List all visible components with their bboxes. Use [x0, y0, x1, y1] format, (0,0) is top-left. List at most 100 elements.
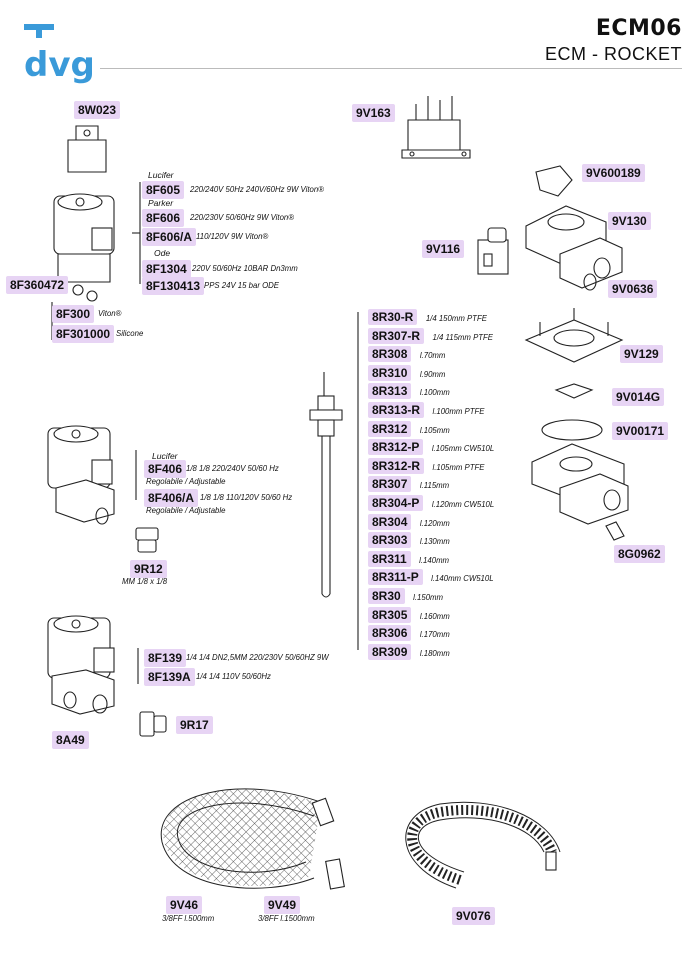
brand-lucifer-2: Lucifer [152, 451, 178, 461]
part-label-8f605[interactable]: 8F605 [142, 181, 185, 199]
part-desc-8f139a: 1/4 1/4 110V 50/60Hz [196, 672, 271, 681]
part-label-9v600189[interactable]: 9V600189 [582, 164, 645, 182]
part-label-8f1304[interactable]: 8F1304 [142, 260, 191, 278]
probe-row: 8R304 l.120mm [368, 513, 450, 531]
probe-desc: l.90mm [419, 369, 446, 379]
part-label-8f130413[interactable]: 8F130413 [142, 277, 205, 295]
probe-code[interactable]: 8R307-R [368, 327, 425, 344]
part-note-8f406a: Regolabile / Adjustable [146, 506, 226, 515]
probe-row: 8R307-R 1/4 115mm PTFE [368, 327, 493, 345]
probe-row: 8R312-R l.105mm PTFE [368, 457, 484, 475]
probe-row: 8R308 l.70mm [368, 345, 445, 363]
probe-code[interactable]: 8R30-R [368, 309, 418, 325]
probe-row: 8R305 l.160mm [368, 606, 450, 624]
probe-desc: l.70mm [419, 351, 446, 361]
probe-row: 8R309 l.180mm [368, 643, 450, 661]
braided-hose-drawing [160, 788, 345, 890]
probe-desc: l.130mm [419, 537, 450, 547]
svg-text:dvg: dvg [24, 45, 95, 84]
part-desc-8f406a: 1/8 1/8 110/120V 50/60 Hz [200, 493, 293, 502]
pressure-switch-cap-drawing [535, 165, 573, 197]
part-label-9r12[interactable]: 9R12 [130, 560, 167, 578]
probe-code[interactable]: 8R311 [368, 550, 411, 567]
probe-row: 8R304-P l.120mm CW510L [368, 494, 494, 512]
probe-code[interactable]: 8R313-R [368, 402, 425, 418]
probe-code[interactable]: 8R303 [368, 532, 412, 549]
probe-desc: l.100mm PTFE [432, 407, 485, 416]
probe-code[interactable]: 8R312-P [368, 439, 424, 456]
probe-code[interactable]: 8R304-P [368, 495, 424, 511]
probe-code[interactable]: 8R310 [368, 364, 412, 381]
part-label-8f139[interactable]: 8F139 [144, 649, 187, 667]
part-note-8f406: Regolabile / Adjustable [146, 477, 226, 486]
part-label-9v014g[interactable]: 9V014G [612, 388, 665, 406]
probe-row: 8R303 l.130mm [368, 531, 450, 549]
probe-code[interactable]: 8R313 [368, 383, 412, 400]
probe-row: 8R313 l.100mm [368, 382, 450, 400]
probe-desc: l.160mm [419, 611, 450, 621]
part-label-8f139a[interactable]: 8F139A [144, 668, 195, 686]
part-label-8f360472[interactable]: 8F360472 [6, 276, 69, 294]
model-subtitle: ECM - ROCKET [544, 44, 682, 64]
probe-row: 8R306 l.170mm [368, 624, 450, 642]
part-label-9v076[interactable]: 9V076 [452, 907, 495, 925]
probe-desc: 1/4 150mm PTFE [425, 314, 487, 323]
probe-desc: l.180mm [419, 648, 450, 658]
probe-desc: l.105mm CW510L [431, 444, 495, 454]
probe-code[interactable]: 8R30 [368, 588, 405, 604]
part-label-9r17[interactable]: 9R17 [176, 716, 213, 734]
part-label-9v163[interactable]: 9V163 [352, 104, 395, 122]
o-ring-drawing [541, 419, 603, 441]
probe-code[interactable]: 8R308 [368, 346, 412, 363]
part-desc-8f606: 220/230V 50/60Hz 9W Viton® [190, 213, 294, 222]
part-label-9v00171[interactable]: 9V00171 [612, 422, 669, 440]
probe-code[interactable]: 8R312 [368, 420, 412, 437]
part-label-8f300[interactable]: 8F300 [52, 305, 95, 323]
probe-row: 8R312 l.105mm [368, 420, 450, 438]
probe-row: 8R312-P l.105mm CW510L [368, 438, 494, 456]
temperature-probe-drawing [309, 372, 343, 598]
thermostat-drawing [401, 96, 471, 159]
part-desc-9v46: 3/8FF l.500mm [162, 914, 215, 923]
spiral-hose-drawing [405, 801, 561, 889]
part-desc-8f605: 220/240V 50Hz 240V/60Hz 9W Viton® [190, 185, 324, 194]
part-label-8f606[interactable]: 8F606 [142, 209, 185, 227]
part-label-9v129[interactable]: 9V129 [620, 345, 663, 363]
part-label-9v130[interactable]: 9V130 [608, 212, 651, 230]
part-label-8f301000[interactable]: 8F301000 [52, 325, 115, 343]
probe-desc: l.140mm CW510L [431, 574, 494, 584]
probe-desc: l.170mm [419, 630, 450, 640]
fitting-9r17-drawing [139, 711, 167, 737]
probe-code[interactable]: 8R304 [368, 513, 412, 530]
part-label-9v0636[interactable]: 9V0636 [608, 280, 658, 298]
probe-code[interactable]: 8R309 [368, 643, 412, 660]
probe-desc: l.105mm PTFE [432, 462, 485, 472]
probe-code[interactable]: 8R305 [368, 606, 412, 623]
probe-desc: l.105mm [419, 425, 450, 435]
part-desc-8f1304: 220V 50/60Hz 10BAR Dn3mm [192, 264, 298, 273]
probe-code[interactable]: 8R311-P [368, 569, 423, 586]
gicleur-drawing [605, 521, 625, 541]
fitting-9r12-drawing [135, 527, 159, 553]
solenoid-valve-3-drawing [47, 615, 115, 715]
probe-code[interactable]: 8R306 [368, 625, 412, 642]
part-label-9v46[interactable]: 9V46 [166, 896, 203, 914]
part-desc-8f301000: Silicone [116, 329, 144, 338]
probe-row: 8R30-R 1/4 150mm PTFE [368, 308, 487, 326]
solenoid-valve-1-drawing [53, 193, 115, 302]
part-label-8f406[interactable]: 8F406 [144, 460, 187, 478]
model-title: ECM06 [595, 16, 682, 41]
probe-code[interactable]: 8R312-R [368, 457, 425, 474]
part-label-8f406a[interactable]: 8F406/A [144, 489, 199, 507]
part-label-9v49[interactable]: 9V49 [264, 896, 301, 914]
part-label-8a49[interactable]: 8A49 [52, 731, 89, 749]
part-label-9v116[interactable]: 9V116 [422, 240, 465, 258]
probe-code[interactable]: 8R307 [368, 476, 412, 493]
probe-row: 8R310 l.90mm [368, 364, 445, 382]
part-label-8f606a[interactable]: 8F606/A [142, 228, 197, 246]
brand-parker: Parker [148, 198, 174, 208]
part-label-8g0962[interactable]: 8G0962 [614, 545, 665, 563]
probe-desc: l.140mm [419, 555, 450, 565]
part-label-8w023[interactable]: 8W023 [74, 101, 121, 119]
connector-plug-drawing [67, 125, 107, 173]
